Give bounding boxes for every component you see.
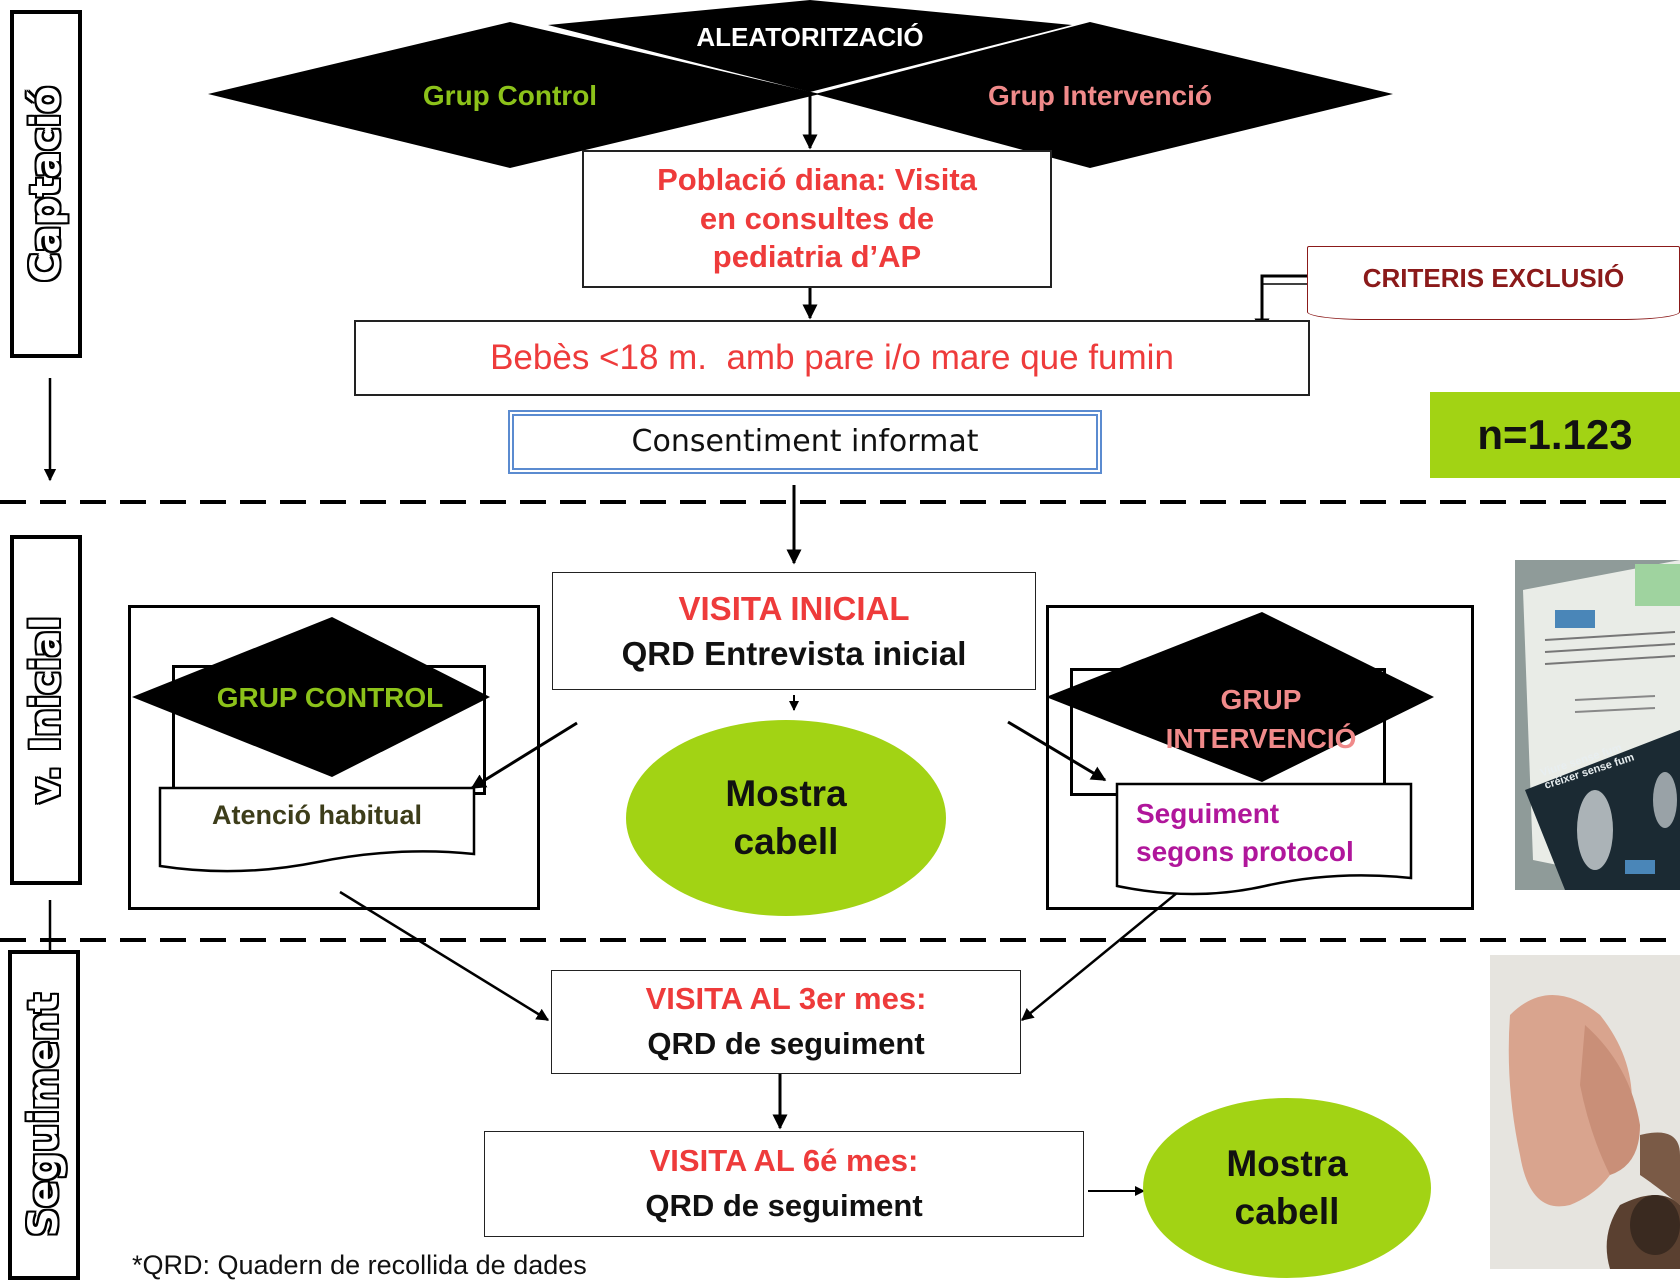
pamphlet-photo-art [1515,560,1680,890]
babies-criteria-box: Bebès <18 m. amb pare i/o mare que fumin [354,320,1310,396]
control-care-label: Atenció habitual [211,800,422,830]
hair-sample-2-line-2: cabell [1234,1191,1340,1232]
randomization-diamond [548,0,1072,92]
control-group-label: GRUP CONTROL [216,682,444,713]
sidebar-inicial: v. Inicial [10,535,82,885]
intervention-group-label: GRUP INTERVENCIÓ [1130,680,1392,758]
target-population-line-3: pediatria d’AP [712,239,922,275]
control-group-frame [128,605,540,910]
intervention-followup-doc-shape [1115,782,1413,896]
hair-sample-1-line-2: cabell [733,821,839,862]
hair-sample-2-line-1: Mostra [1226,1142,1348,1184]
visit-6-title: VISITA AL 6é mes: [649,1143,919,1179]
visit-3-box: VISITA AL 3er mes: QRD de seguiment [551,970,1021,1074]
sidebar-inicial-label: v. Inicial [23,616,69,804]
intervention-group-label-line-2: INTERVENCIÓ [1165,723,1357,755]
sample-size-badge: n=1.123 [1430,392,1680,478]
randomization-intervention: Grup Intervenció [987,80,1213,111]
visit-6-subtitle: QRD de seguiment [645,1188,923,1223]
intervention-followup-doc-outline [1115,782,1413,896]
consent-box: Consentiment informat [508,410,1102,474]
intervention-followup-label: Seguiment segons protocol [1136,795,1354,871]
sidebar-seguiment-label: Seguiment [21,993,67,1237]
intervention-group-label-line-1: GRUP [1220,684,1302,715]
arrow-to-control [470,721,578,790]
visit-6-box: VISITA AL 6é mes: QRD de seguiment [484,1131,1084,1237]
target-population-box: Població diana: Visita en consultes de p… [582,150,1052,288]
arrow-control-to-visit-3 [339,890,550,1022]
exclusion-criteria-label: CRITERIS EXCLUSIÓ [1362,262,1625,293]
target-population-line-2: en consultes de [699,200,935,236]
footnote: *QRD: Quadern de recollida de dades [132,1250,587,1280]
initial-visit-title: VISITA INICIAL [678,589,910,627]
sidebar-seguiment: Seguiment [8,950,80,1280]
consent-label: Consentiment informat [631,424,979,460]
hair-sample-photo [1490,955,1680,1269]
control-care-doc-outline [158,786,476,873]
initial-visit-subtitle: QRD Entrevista inicial [621,635,967,672]
initial-visit-box: VISITA INICIAL QRD Entrevista inicial [552,572,1036,690]
exclusion-connector [1254,274,1307,334]
control-diamond [208,22,820,168]
hair-sample-photo-art [1490,955,1680,1269]
hair-sample-2: Mostra cabell [1143,1098,1431,1278]
sample-size-label: n=1.123 [1477,410,1633,458]
visit-3-subtitle: QRD de seguiment [647,1026,925,1061]
sidebar-captacio: Captació [10,10,82,358]
control-care-doc-shape [158,786,476,873]
hair-sample-1: Mostra cabell [626,720,946,916]
hair-sample-1-line-1: Mostra [725,772,847,814]
target-population-line-1: Població diana: Visita [657,161,977,197]
intervention-followup-line-2: segons protocol [1136,835,1354,867]
randomization-title: ALEATORITZACIÓ [696,22,924,52]
intervention-followup-line-1: Seguiment [1136,798,1280,829]
arrow-intervention-to-visit-3 [1021,887,1184,1021]
babies-criteria-label: Bebès <18 m. amb pare i/o mare que fumin [490,338,1174,378]
visit-3-title: VISITA AL 3er mes: [645,981,927,1017]
randomization-control: Grup Control [422,80,598,111]
exclusion-criteria-box: CRITERIS EXCLUSIÓ [1307,246,1680,320]
pamphlet-photo: Viure sense fum créixer sense fum [1515,560,1680,890]
sidebar-captacio-label: Captació [23,86,69,282]
intervention-diamond [815,22,1393,168]
